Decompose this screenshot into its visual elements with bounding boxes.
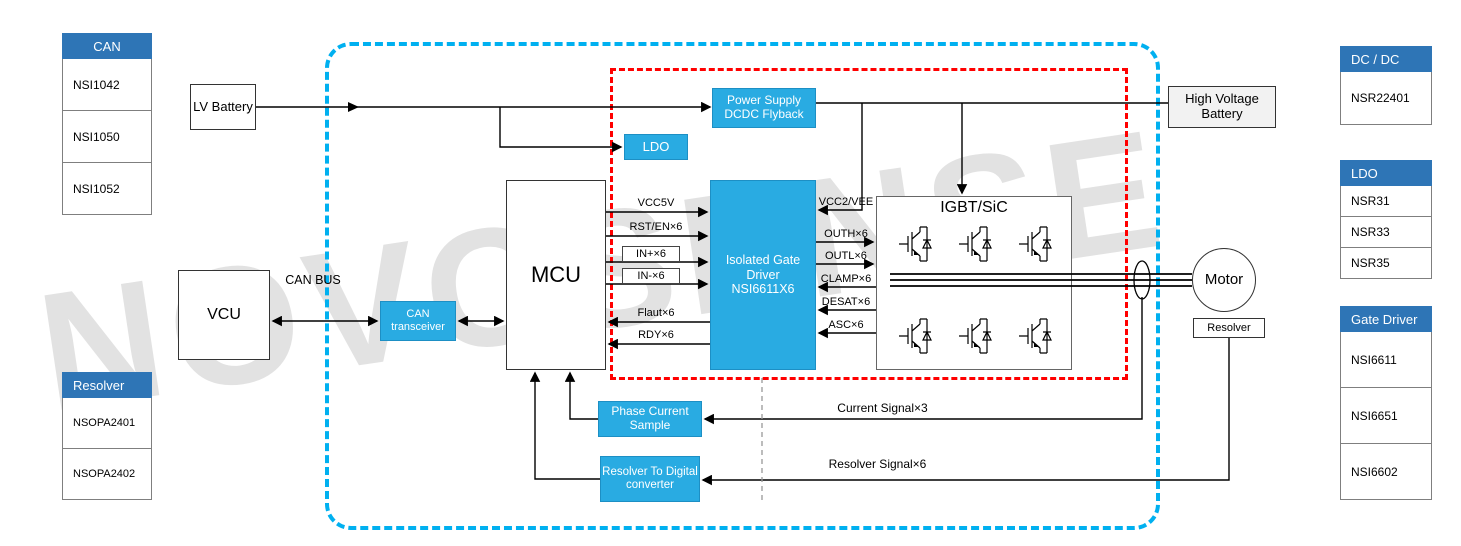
panel-can: CAN NSI1042 NSI1050 NSI1052 bbox=[62, 33, 152, 215]
lv-battery-block: LV Battery bbox=[190, 84, 256, 130]
signal-vcc2-vee: VCC2/VEE bbox=[818, 196, 874, 208]
motor-block: Motor bbox=[1192, 248, 1256, 312]
signal-desat: DESAT×6 bbox=[821, 296, 871, 308]
signal-vcc5v: VCC5V bbox=[637, 197, 675, 209]
igbt-block: IGBT/SiC bbox=[876, 196, 1072, 370]
part-item: NSR31 bbox=[1340, 186, 1432, 217]
part-item: NSR33 bbox=[1340, 217, 1432, 248]
part-item: NSR22401 bbox=[1340, 72, 1432, 125]
panel-ldo-title: LDO bbox=[1340, 160, 1432, 186]
signal-rdy: RDY×6 bbox=[638, 329, 674, 341]
current-signal-label: Current Signal×3 bbox=[837, 401, 928, 415]
arrowhead-icon bbox=[348, 102, 359, 112]
part-item: NSI1042 bbox=[62, 59, 152, 111]
can-bus-label: CAN BUS bbox=[285, 273, 341, 287]
signal-clamp: CLAMP×6 bbox=[820, 273, 872, 285]
signal-in-plus: IN+×6 bbox=[622, 246, 680, 262]
power-supply-block: Power Supply DCDC Flyback bbox=[712, 88, 816, 128]
phase-current-sample-block: Phase Current Sample bbox=[598, 401, 702, 437]
panel-resolver-title: Resolver bbox=[62, 372, 152, 398]
signal-outl: OUTL×6 bbox=[825, 250, 867, 262]
resolver-signal-label: Resolver Signal×6 bbox=[828, 457, 927, 471]
mcu-block: MCU bbox=[506, 180, 606, 370]
part-item: NSI6602 bbox=[1340, 444, 1432, 500]
part-item: NSI6611 bbox=[1340, 332, 1432, 388]
panel-gate-driver-title: Gate Driver bbox=[1340, 306, 1432, 332]
part-item: NSOPA2401 bbox=[62, 398, 152, 449]
igbt-icon bbox=[1018, 318, 1052, 354]
igbt-icon bbox=[898, 318, 932, 354]
mcu-label: MCU bbox=[530, 262, 582, 288]
signal-rst-en: RST/EN×6 bbox=[629, 221, 683, 233]
part-item: NSI1052 bbox=[62, 163, 152, 215]
igbt-transistor-icons bbox=[898, 226, 1052, 354]
resolver-to-digital-block: Resolver To Digital converter bbox=[600, 456, 700, 502]
panel-dcdc-title: DC / DC bbox=[1340, 46, 1432, 72]
signal-outh: OUTH×6 bbox=[824, 228, 868, 240]
igbt-label: IGBT/SiC bbox=[940, 199, 1008, 216]
igbt-icon bbox=[898, 226, 932, 262]
igbt-icon bbox=[1018, 226, 1052, 262]
panel-can-title: CAN bbox=[62, 33, 152, 59]
signal-in-minus: IN-×6 bbox=[622, 268, 680, 284]
panel-gate-driver: Gate Driver NSI6611 NSI6651 NSI6602 bbox=[1340, 306, 1432, 500]
ldo-block: LDO bbox=[624, 134, 688, 160]
part-item: NSOPA2402 bbox=[62, 449, 152, 500]
signal-flaut: Flaut×6 bbox=[637, 307, 675, 319]
isolated-gate-driver-block: Isolated Gate Driver NSI6611X6 bbox=[710, 180, 816, 370]
gate-driver-boundary-dashed-red bbox=[610, 68, 1128, 380]
panel-resolver: Resolver NSOPA2401 NSOPA2402 bbox=[62, 372, 152, 500]
panel-ldo: LDO NSR31 NSR33 NSR35 bbox=[1340, 160, 1432, 279]
resolver-block: Resolver bbox=[1193, 318, 1265, 338]
panel-dcdc: DC / DC NSR22401 bbox=[1340, 46, 1432, 125]
igbt-icon bbox=[958, 226, 992, 262]
signal-asc: ASC×6 bbox=[828, 319, 864, 331]
hv-battery-block: High Voltage Battery bbox=[1168, 86, 1276, 128]
part-item: NSI1050 bbox=[62, 111, 152, 163]
part-item: NSI6651 bbox=[1340, 388, 1432, 444]
igbt-icon bbox=[958, 318, 992, 354]
part-item: NSR35 bbox=[1340, 248, 1432, 279]
vcu-block: VCU bbox=[178, 270, 270, 360]
can-transceiver-block: CAN transceiver bbox=[380, 301, 456, 341]
